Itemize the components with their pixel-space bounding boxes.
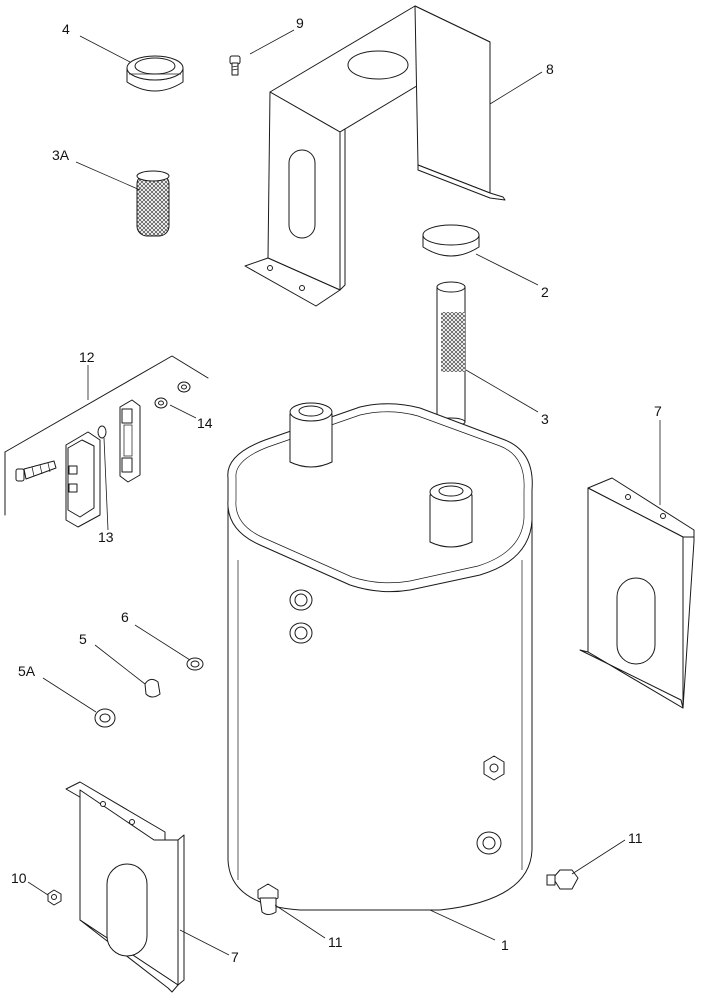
cap-2 (422, 224, 480, 257)
callout-1: 1 (501, 937, 509, 953)
callout-7-right: 7 (654, 403, 662, 419)
callout-11-right: 11 (628, 830, 643, 846)
filler-cap-4 (126, 55, 184, 92)
nut-10 (47, 889, 62, 906)
callout-5a: 5A (18, 663, 36, 679)
leader-lines (27, 29, 661, 956)
callout-11-bottom: 11 (328, 934, 343, 950)
gauge-plate-12 (4, 355, 209, 528)
mount-bracket-right (579, 477, 695, 709)
fittings-5-6 (94, 657, 204, 728)
mount-bracket-left (65, 781, 185, 993)
tube-strainer-3 (436, 281, 466, 427)
callout-8: 8 (546, 61, 554, 77)
hydraulic-tank (227, 402, 533, 911)
callout-7-left: 7 (231, 949, 239, 965)
strainer-3a (136, 170, 170, 237)
callout-2: 2 (541, 284, 549, 300)
plug-11-bottom (257, 883, 279, 915)
callout-14: 14 (197, 415, 213, 431)
top-bracket (244, 5, 506, 307)
callout-labels: 4 9 8 3A 2 12 3 7 14 13 6 5 5A 11 10 11 … (11, 15, 662, 965)
callout-10: 10 (11, 870, 27, 886)
screw-9 (229, 55, 241, 76)
callout-3: 3 (541, 411, 549, 427)
plug-11-right (546, 869, 579, 890)
callout-4: 4 (62, 21, 70, 37)
callout-5: 5 (79, 631, 87, 647)
callout-3a: 3A (52, 147, 70, 163)
callout-13: 13 (98, 529, 114, 545)
callout-12: 12 (79, 349, 95, 365)
callout-9: 9 (296, 15, 304, 31)
callout-6: 6 (121, 609, 129, 625)
